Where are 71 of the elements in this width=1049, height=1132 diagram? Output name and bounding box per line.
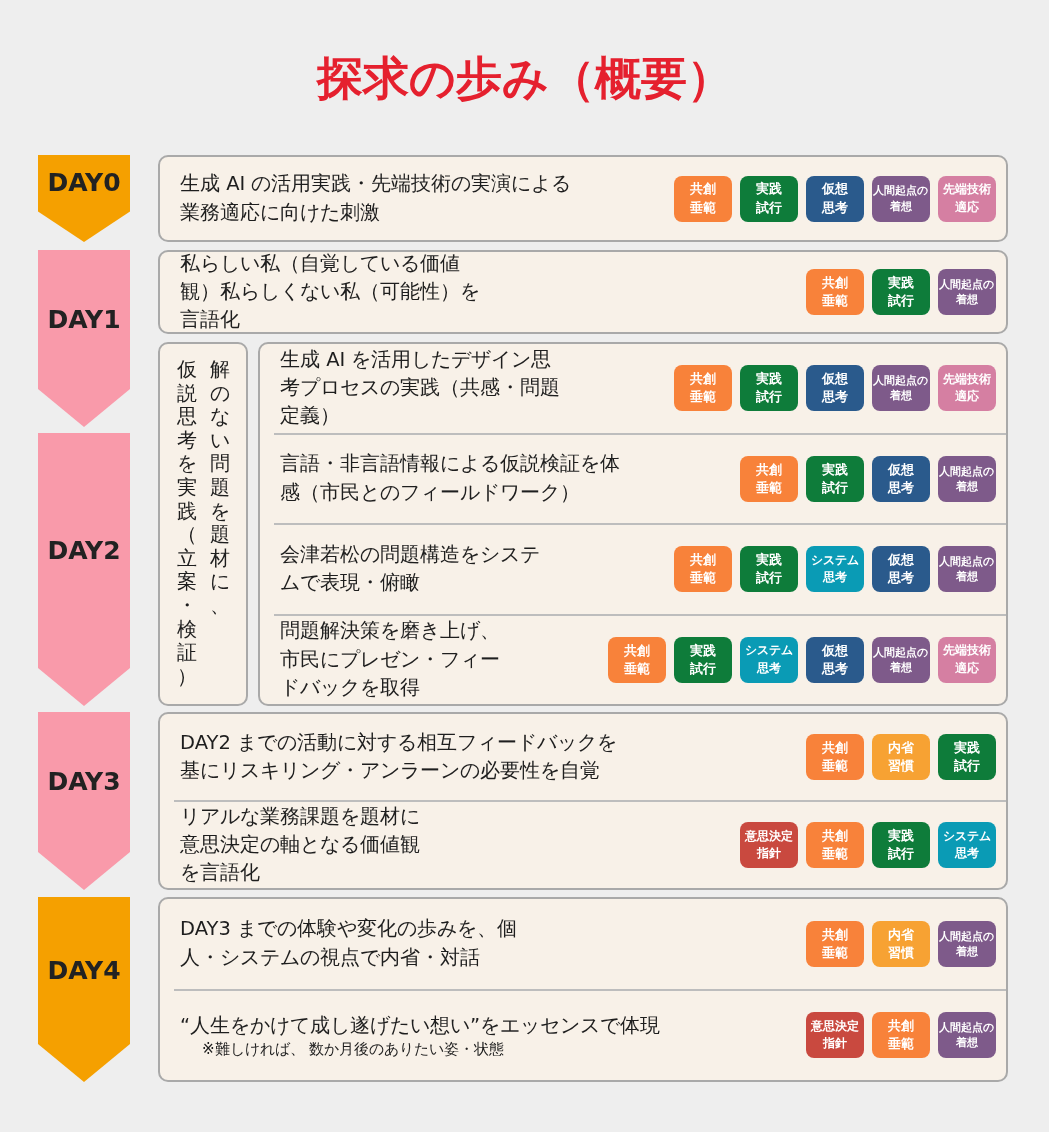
skill-tag: 人間起点の着想 xyxy=(938,269,996,315)
skill-tag: 実践試行 xyxy=(938,734,996,780)
skill-tag: 共創垂範 xyxy=(806,734,864,780)
skill-tag: 共創垂範 xyxy=(806,269,864,315)
skill-tag: 共創垂範 xyxy=(872,1012,930,1059)
skill-tag: 仮想思考 xyxy=(806,175,864,222)
item-text: リアルな業務課題を題材に意思決定の軸となる価値観を言語化 xyxy=(180,803,421,887)
skill-tag: 共創垂範 xyxy=(806,920,864,967)
day-label: DAY0 xyxy=(46,168,122,198)
stage-panel xyxy=(158,250,1008,334)
day-label: DAY1 xyxy=(46,304,122,334)
skill-tag: 実践試行 xyxy=(806,455,864,502)
skill-tag: 実践試行 xyxy=(740,546,798,593)
skill-tag: 共創垂範 xyxy=(608,636,666,683)
item-text: 会津若松の問題構造をシステムで表現・俯瞰 xyxy=(280,542,541,597)
skill-tag: 人間起点の着想 xyxy=(938,455,996,502)
skill-tag: システム思考 xyxy=(938,822,996,868)
item-text: 生成 AI を活用したデザイン思考プロセスの実践（共感・問題定義） xyxy=(280,346,561,430)
theme-text: 解のない問題を題材に、 xyxy=(209,358,230,618)
skill-tag: 仮想思考 xyxy=(806,636,864,683)
skill-tag: 人間起点の着想 xyxy=(938,546,996,593)
skill-tag: 実践試行 xyxy=(740,365,798,412)
skill-tag: 仮想思考 xyxy=(872,455,930,502)
day-label: DAY3 xyxy=(46,767,122,796)
stage-panel xyxy=(158,712,1008,890)
item-text: “人生をかけて成し遂げたい想い”をエッセンスで体現 xyxy=(180,1012,662,1039)
skill-tag: 仮想思考 xyxy=(806,365,864,412)
skill-tag: 実践試行 xyxy=(872,822,930,868)
skill-tag: 意思決定指針 xyxy=(806,1012,864,1059)
note-text: ※難しければ、 数か月後のありたい姿・状態 xyxy=(202,1039,506,1059)
stage-panel xyxy=(158,155,1008,242)
skill-tag: 仮想思考 xyxy=(872,546,930,593)
item-text: 言語・非言語情報による仮説検証を体感（市民とのフィールドワーク） xyxy=(280,451,621,506)
skill-tag: 人間起点の着想 xyxy=(872,175,930,222)
skill-tag: システム思考 xyxy=(806,546,864,593)
day-banner xyxy=(38,155,130,242)
skill-tag: 内省習慣 xyxy=(872,920,930,967)
skill-tag: 実践試行 xyxy=(674,636,732,683)
day-banner xyxy=(38,433,130,706)
skill-tag: 人間起点の着想 xyxy=(872,365,930,412)
skill-tag: 共創垂範 xyxy=(674,546,732,593)
day-banner xyxy=(38,897,130,1082)
day-label: DAY4 xyxy=(46,955,122,985)
skill-tag: 共創垂範 xyxy=(674,175,732,222)
item-text: 問題解決策を磨き上げ、市民にプレゼン・フィードバックを取得 xyxy=(280,618,501,701)
skill-tag: 人間起点の着想 xyxy=(938,920,996,967)
title: 探求の歩み（概要） xyxy=(315,50,734,107)
item-text: 私らしい私（自覚している価値観）私らしくない私（可能性）を言語化 xyxy=(180,250,481,334)
theme-text: 仮説思考を実践（立案・検証） xyxy=(176,358,197,689)
skill-tag: システム思考 xyxy=(740,636,798,683)
skill-tag: 共創垂範 xyxy=(740,455,798,502)
skill-tag: 意思決定指針 xyxy=(740,822,798,868)
skill-tag: 人間起点の着想 xyxy=(872,636,930,683)
skill-tag: 人間起点の着想 xyxy=(938,1012,996,1059)
item-text: DAY3 までの体験や変化の歩みを、個人・システムの視点で内省・対話 xyxy=(180,916,518,971)
skill-tag: 先端技術適応 xyxy=(938,365,996,412)
theme-panel xyxy=(158,342,248,706)
skill-tag: 実践試行 xyxy=(740,175,798,222)
day-label: DAY2 xyxy=(46,535,122,565)
skill-tag: 共創垂範 xyxy=(806,822,864,868)
stage-panel xyxy=(258,342,1008,706)
day-banner xyxy=(38,250,130,427)
skill-tag: 共創垂範 xyxy=(674,365,732,412)
item-text: 生成 AI の活用実践・先端技術の実演による業務適応に向けた刺激 xyxy=(180,171,573,226)
skill-tag: 先端技術適応 xyxy=(938,175,996,222)
skill-tag: 内省習慣 xyxy=(872,734,930,780)
skill-tag: 実践試行 xyxy=(872,269,930,315)
day-banner xyxy=(38,712,130,890)
skill-tag: 先端技術適応 xyxy=(938,636,996,683)
stage-panel xyxy=(158,897,1008,1082)
item-text: DAY2 までの活動に対する相互フィードバックを基にリスキリング・アンラーンの必要性を自覚 xyxy=(180,729,618,784)
